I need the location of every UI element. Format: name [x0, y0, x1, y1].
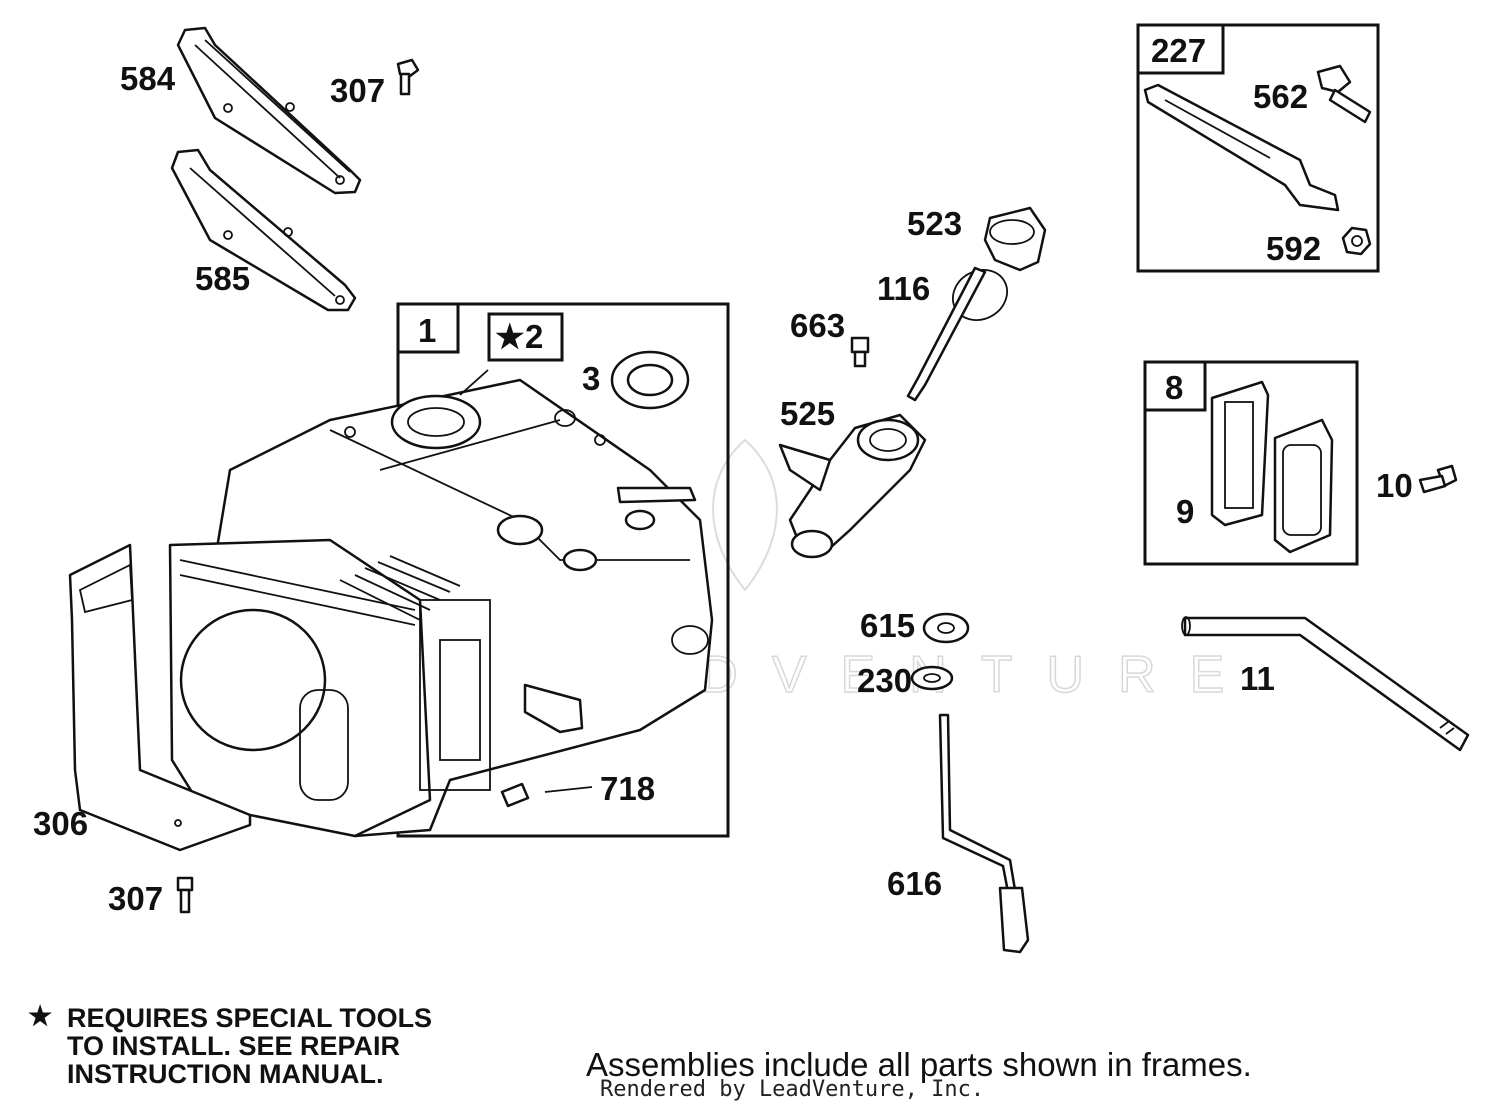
label-306: 306 [33, 805, 88, 842]
label-1: 1 [418, 312, 436, 349]
label-9: 9 [1176, 493, 1194, 530]
label-615: 615 [860, 607, 915, 644]
note-line-3: INSTRUCTION MANUAL. [67, 1059, 383, 1089]
breather-gasket-9 [1210, 380, 1270, 527]
label-2: 2 [525, 318, 543, 355]
frame-2-tag [487, 312, 564, 362]
dowel-pin-718 [500, 782, 593, 808]
label-562: 562 [1253, 78, 1308, 115]
label-523: 523 [907, 205, 962, 242]
frame-227-tag [1136, 23, 1225, 75]
frame-governor-lever [1136, 23, 1380, 273]
breather-cover [1273, 418, 1334, 554]
label-307-top: 307 [330, 72, 385, 109]
label-8: 8 [1165, 369, 1183, 406]
washer-230 [910, 665, 954, 691]
rendered-by-credit: Rendered by LeadVenture, Inc. [600, 1077, 984, 1102]
bolt-307-top [396, 58, 420, 96]
label-116: 116 [877, 270, 930, 307]
label-10: 10 [1376, 467, 1413, 504]
gasket-585 [170, 148, 357, 312]
label-718: 718 [600, 770, 655, 807]
label-230: 230 [857, 662, 912, 699]
tube-525 [778, 413, 927, 559]
label-525: 525 [780, 395, 835, 432]
bolt-307-bottom [176, 876, 194, 914]
dipstick-stem [906, 266, 987, 402]
label-592: 592 [1266, 230, 1321, 267]
note-line-2: TO INSTALL. SEE REPAIR [67, 1031, 400, 1061]
screw-10 [1418, 464, 1458, 494]
frame-8-tag [1143, 360, 1207, 412]
screw-663 [850, 336, 870, 368]
governor-lever [1143, 83, 1340, 212]
label-585: 585 [195, 260, 250, 297]
breather-tube-11 [1181, 616, 1470, 752]
washer-615 [922, 612, 970, 644]
frame-breather-assembly [1143, 360, 1359, 566]
label-616: 616 [887, 865, 942, 902]
label-3: 3 [582, 360, 600, 397]
oil-seal-3 [610, 350, 690, 410]
label-584: 584 [120, 60, 176, 97]
nut-592 [1341, 226, 1372, 256]
label-227: 227 [1151, 32, 1206, 69]
assemblies-caption: Assemblies include all parts shown in fr… [586, 1046, 1252, 1083]
cylinder-block [168, 369, 714, 838]
dipstick-616 [938, 713, 1030, 954]
label-307-bottom: 307 [108, 880, 163, 917]
air-guide-306 [68, 543, 252, 852]
frame-1-tag [396, 302, 460, 354]
note-star: ★ [28, 1001, 52, 1031]
note-line-1: REQUIRES SPECIAL TOOLS [67, 1003, 432, 1033]
bolt-562 [1316, 64, 1372, 124]
star-2: ★ [495, 318, 525, 355]
gasket-584 [176, 26, 362, 195]
label-11: 11 [1240, 660, 1275, 697]
label-663: 663 [790, 307, 845, 344]
oil-cap-523 [983, 206, 1047, 272]
